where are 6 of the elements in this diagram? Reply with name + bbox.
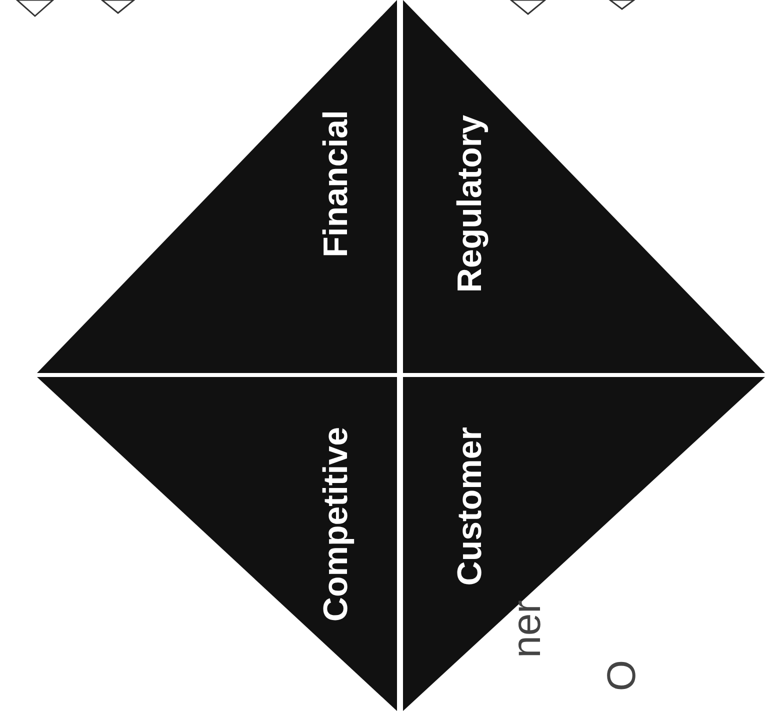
segment-label: Customer [451,427,490,586]
text-fragment: O [600,660,645,692]
segment-label: Competitive [317,427,356,622]
segment-label: Financial [317,110,356,258]
text-fragment: ner [505,600,550,658]
segment-label: Regulatory [451,115,490,293]
